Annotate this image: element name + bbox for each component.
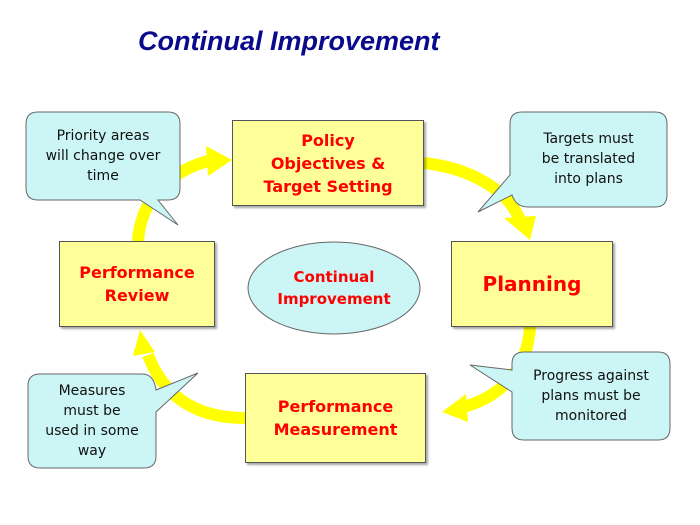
callout-measures-line3: used in some — [45, 423, 139, 439]
box-measurement-line1: Performance — [277, 397, 394, 416]
callout-measures-line2: must be — [63, 403, 121, 419]
callout-progress-line1: Progress against — [533, 368, 649, 384]
box-review-line2: Review — [104, 286, 170, 305]
callout-progress-shape — [469, 351, 671, 441]
callout-targets-line2: be translated — [541, 151, 636, 167]
box-review-line1: Performance — [79, 263, 195, 282]
box-performance-review: Performance Review — [59, 241, 215, 327]
box-policy-line1: Policy — [301, 130, 355, 150]
callout-targets-line1: Targets must — [543, 131, 634, 147]
box-performance-measurement: Performance Measurement — [245, 373, 426, 463]
center-line1: Continual — [293, 268, 375, 286]
box-policy-line2: Objectives & — [270, 153, 386, 173]
center-ellipse — [247, 241, 421, 335]
callout-targets-shape — [477, 111, 668, 213]
arrow-measurement-to-review — [133, 330, 246, 424]
callout-measures-line4: way — [77, 443, 107, 459]
callout-targets: Targets must be translated into plans — [510, 114, 667, 204]
box-measurement-line2: Measurement — [273, 420, 398, 439]
callout-priority-line2: will change over — [45, 148, 161, 164]
box-policy-objectives: Policy Objectives & Target Setting — [232, 120, 424, 206]
callout-progress-line2: plans must be — [541, 388, 641, 404]
callout-measures: Measures must be used in some way — [28, 376, 156, 466]
callout-measures-shape — [27, 372, 199, 469]
box-planning: Planning — [451, 241, 613, 327]
callout-priority: Priority areas will change over time — [26, 114, 180, 198]
center-label: Continual Improvement — [248, 244, 420, 332]
box-planning-label: Planning — [482, 271, 582, 296]
arrow-policy-to-planning — [423, 157, 536, 240]
center-line2: Improvement — [277, 290, 391, 308]
callout-progress: Progress against plans must be monitored — [512, 354, 670, 438]
page-title: Continual Improvement — [138, 26, 440, 56]
callout-priority-shape — [25, 111, 181, 226]
callout-measures-line1: Measures — [58, 383, 126, 399]
callout-priority-line1: Priority areas — [56, 128, 150, 144]
callout-priority-line3: time — [87, 168, 119, 184]
box-policy-line3: Target Setting — [263, 176, 393, 196]
callout-progress-line3: monitored — [555, 408, 627, 424]
callout-targets-line3: into plans — [554, 171, 623, 187]
